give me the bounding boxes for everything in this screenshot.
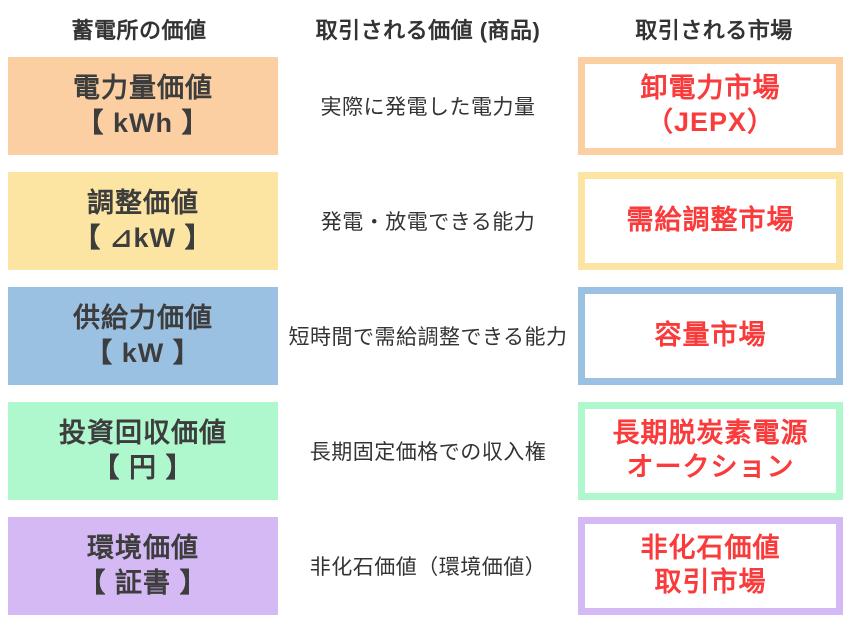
commodity-text: 短時間で需給調整できる能力 [288, 326, 568, 349]
market-box: 需給調整市場 [578, 172, 843, 270]
market-name-line2: オークション [626, 452, 795, 482]
value-title: 電力量価値 [73, 73, 213, 104]
market-box: 長期脱炭素電源 オークション [578, 402, 843, 500]
header-traded-commodity: 取引される価値 (商品) [315, 17, 541, 43]
commodity-text: 非化石価値（環境価値） [309, 556, 547, 579]
value-unit: 【 kW 】 [85, 338, 201, 368]
storage-value-box: 環境価値 【 証書 】 [8, 517, 278, 615]
value-title: 調整価値 [87, 188, 199, 219]
market-name-line1: 長期脱炭素電源 [612, 418, 809, 449]
table-row: 調整価値 【 ⊿kW 】 発電・放電できる能力 需給調整市場 [0, 172, 850, 270]
value-unit: 【 kWh 】 [76, 108, 210, 138]
storage-value-box: 投資回収価値 【 円 】 [8, 402, 278, 500]
table-row: 電力量価値 【 kWh 】 実際に発電した電力量 卸電力市場 （JEPX） [0, 57, 850, 155]
header-traded-market: 取引される市場 [635, 17, 793, 43]
table-row: 投資回収価値 【 円 】 長期固定価格での収入権 長期脱炭素電源 オークション [0, 402, 850, 500]
market-name-line1: 非化石価値 [640, 533, 781, 564]
commodity-text: 長期固定価格での収入権 [309, 441, 547, 464]
value-unit: 【 円 】 [92, 453, 194, 483]
market-box: 容量市場 [578, 287, 843, 385]
market-name-line1: 容量市場 [654, 320, 767, 351]
value-title: 投資回収価値 [59, 418, 227, 449]
header-storage-value: 蓄電所の価値 [71, 17, 207, 43]
market-box: 非化石価値 取引市場 [578, 517, 843, 615]
commodity-text: 発電・放電できる能力 [320, 211, 536, 234]
value-unit: 【 ⊿kW 】 [73, 223, 213, 253]
storage-value-box: 調整価値 【 ⊿kW 】 [8, 172, 278, 270]
storage-value-box: 供給力価値 【 kW 】 [8, 287, 278, 385]
header-row: 蓄電所の価値 取引される価値 (商品) 取引される市場 [0, 0, 850, 57]
market-name-line2: （JEPX） [645, 107, 776, 137]
storage-value-box: 電力量価値 【 kWh 】 [8, 57, 278, 155]
market-name-line1: 需給調整市場 [626, 205, 795, 236]
value-title: 環境価値 [87, 533, 199, 564]
market-name-line2: 取引市場 [654, 567, 767, 597]
market-box: 卸電力市場 （JEPX） [578, 57, 843, 155]
table-row: 環境価値 【 証書 】 非化石価値（環境価値） 非化石価値 取引市場 [0, 517, 850, 615]
table-row: 供給力価値 【 kW 】 短時間で需給調整できる能力 容量市場 [0, 287, 850, 385]
commodity-text: 実際に発電した電力量 [320, 96, 536, 119]
market-name-line1: 卸電力市場 [640, 73, 781, 104]
value-unit: 【 証書 】 [78, 568, 208, 598]
value-title: 供給力価値 [73, 303, 213, 334]
